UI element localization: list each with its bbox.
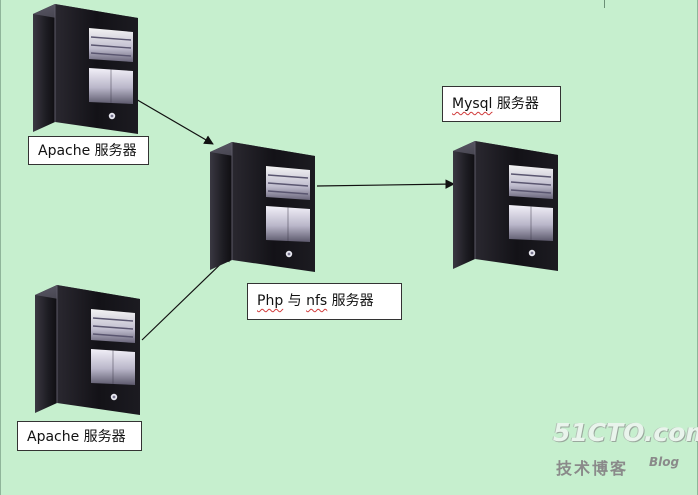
server-mysql [452,140,559,272]
arrow-apache-top-to-php [133,97,214,145]
server-apache-top [32,3,139,135]
arrow-php-to-mysql [316,179,455,189]
watermark-subtitle: 技术博客 [556,459,629,478]
watermark-51cto: 51CTO.com 技术博客 Blog [553,418,698,488]
label-apache-bottom: Apache 服务器 [17,421,142,451]
arrow-apache-bottom-to-php [141,252,233,341]
label-mysql: Mysql 服务器 [442,86,561,122]
server-apache-bottom [34,284,141,416]
watermark-logo: 51CTO.com [553,418,698,447]
label-php-nfs: Php 与 nfs 服务器 [247,283,402,320]
label-apache-top: Apache 服务器 [28,136,149,165]
server-php-nfs [209,141,316,273]
watermark-blog: Blog [649,455,680,469]
top-edge-mark [604,0,605,8]
